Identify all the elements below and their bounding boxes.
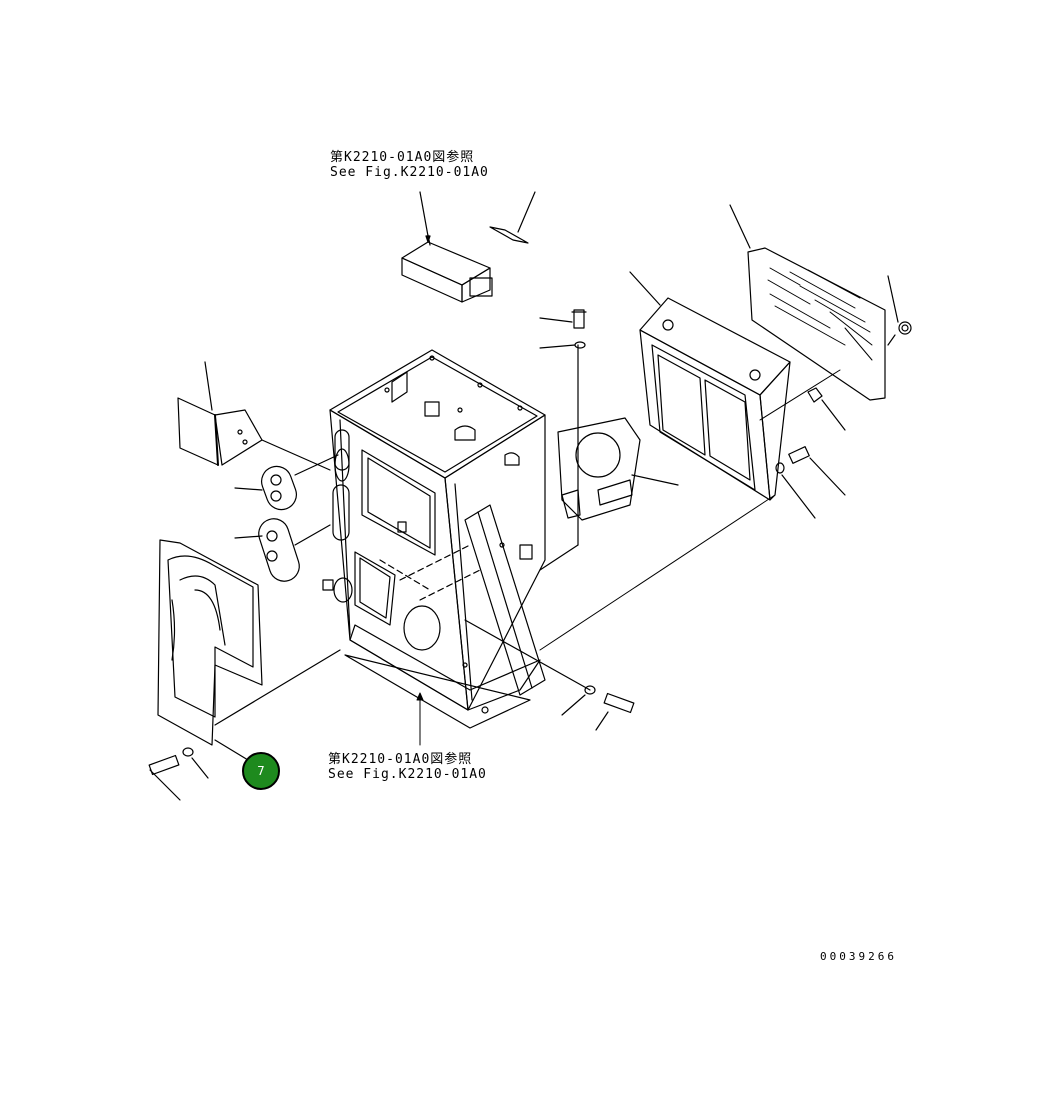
reference-note-bottom-en: See Fig.K2210-01A0 (328, 767, 487, 782)
bolt-washer-top (539, 309, 587, 349)
part-callout-number: 7 (257, 764, 265, 778)
reference-note-bottom-jp: 第K2210-01A0図参照 (328, 752, 473, 767)
main-frame (322, 349, 546, 729)
grommet-lower (234, 518, 331, 582)
grommet-upper (234, 454, 339, 511)
reference-note-top-jp: 第K2210-01A0図参照 (330, 150, 475, 165)
knob-screw (887, 275, 912, 346)
duct-cover-left (157, 539, 341, 761)
louvered-grille (729, 204, 886, 401)
bolt-washer-bottom-left (148, 747, 209, 801)
angle-bracket-left (177, 361, 331, 471)
bolt-washer-bottom-mid (464, 619, 635, 731)
leader-lines (416, 369, 841, 746)
reference-note-bottom: 第K2210-01A0図参照 See Fig.K2210-01A0 (328, 752, 487, 782)
controller-box (401, 191, 493, 303)
reference-note-top-en: See Fig.K2210-01A0 (330, 165, 489, 180)
mounting-bracket (539, 344, 679, 571)
document-id: 00039266 (820, 950, 897, 963)
part-callout-7[interactable]: 7 (242, 752, 280, 790)
side-panel-frame (629, 271, 791, 501)
reference-note-top: 第K2210-01A0図参照 See Fig.K2210-01A0 (330, 150, 489, 180)
label-plate (489, 191, 536, 244)
nut-bolt-right (775, 387, 846, 519)
